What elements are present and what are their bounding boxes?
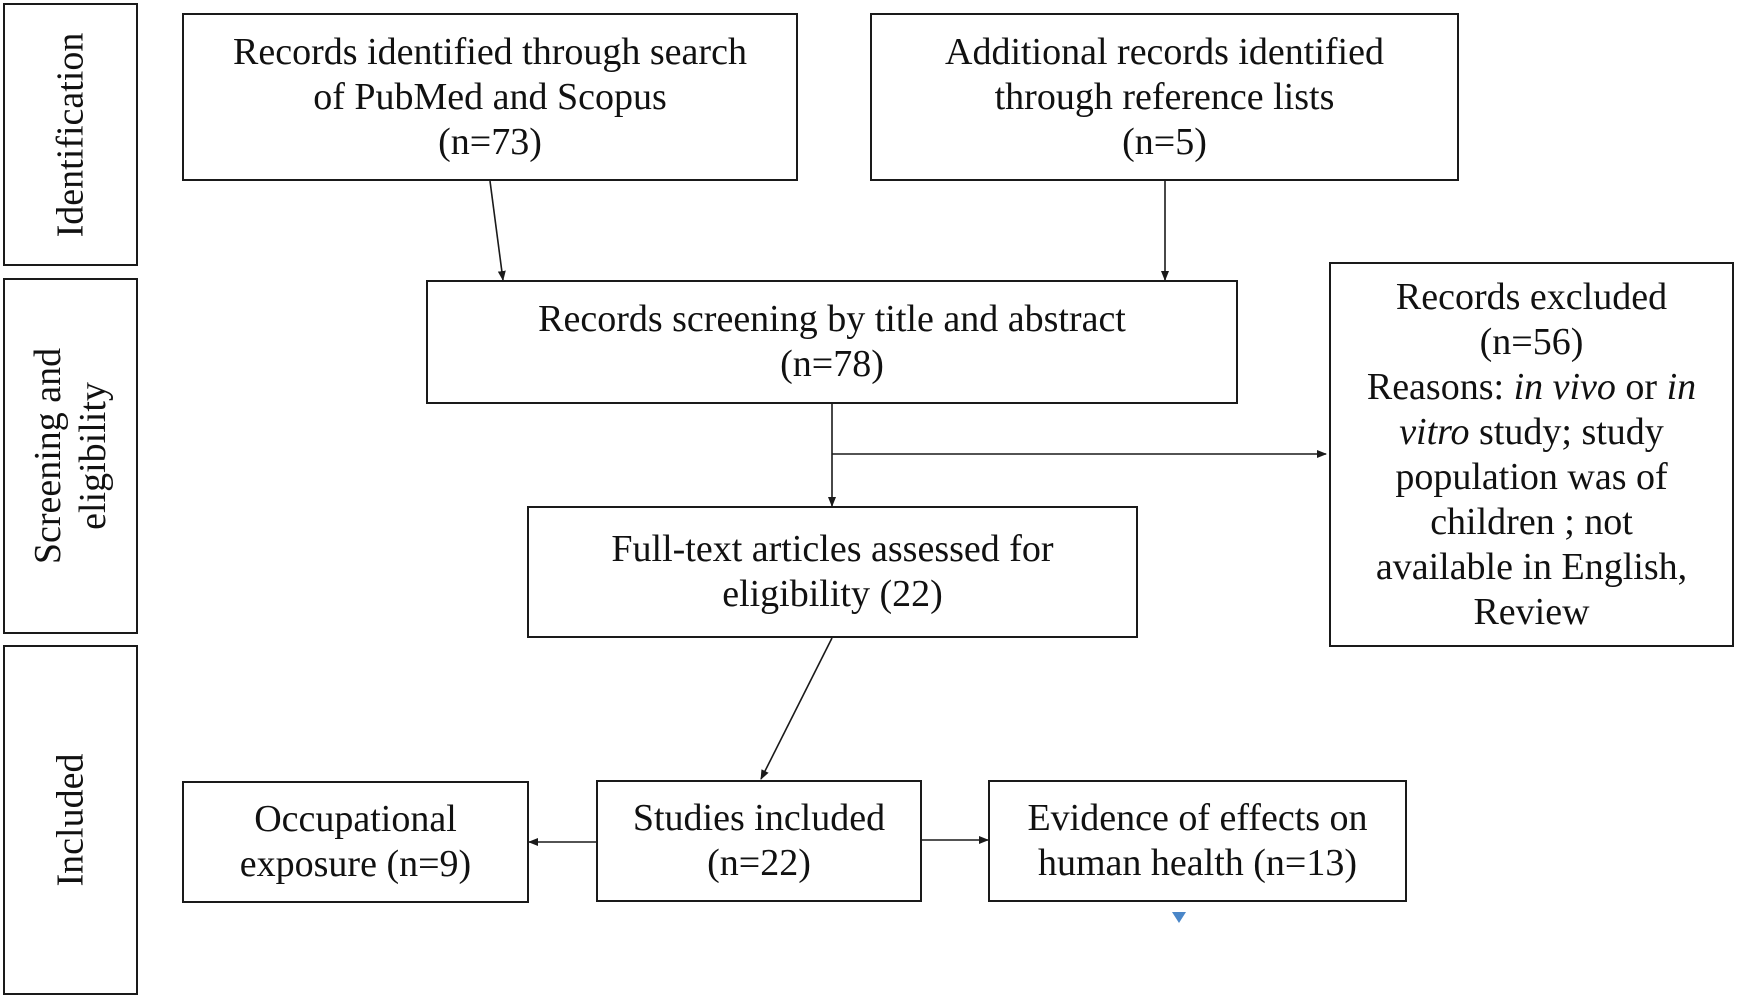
reference-count: (n=5) xyxy=(1122,120,1207,163)
box-records-reference-lists: Additional records identified through re… xyxy=(870,13,1459,181)
arrow-fulltext-to-studies xyxy=(760,637,833,780)
excluded-reasons-label: Reasons: xyxy=(1366,365,1514,408)
excluded-line-7: available in English, xyxy=(1375,545,1688,588)
excluded-line-5: population was of xyxy=(1395,455,1668,498)
blue-triangle-marker-icon xyxy=(1172,912,1186,923)
excluded-title: Records excluded xyxy=(1395,275,1668,318)
screening-line-1: Records screening by title and abstract xyxy=(538,298,1126,340)
excluded-or-word: or xyxy=(1615,365,1667,408)
box-records-excluded: Records excluded (n=56) Reasons: in vivo… xyxy=(1329,262,1734,647)
pubmed-count: (n=73) xyxy=(438,120,542,163)
pubmed-line-2: of PubMed and Scopus xyxy=(313,75,667,118)
fulltext-line-2: eligibility (22) xyxy=(722,573,943,615)
studies-count: (n=22) xyxy=(707,842,811,884)
box-full-text-articles: Full-text articles assessed for eligibil… xyxy=(527,506,1138,638)
stage-identification: Identification xyxy=(3,3,138,266)
excluded-reason-vitro: vitro xyxy=(1399,410,1470,453)
stage-included: Included xyxy=(3,645,138,995)
fulltext-line-1: Full-text articles assessed for xyxy=(611,528,1054,570)
reference-line-1: Additional records identified xyxy=(945,30,1384,73)
excluded-reason-in-vivo: in vivo xyxy=(1513,365,1616,408)
screening-count: (n=78) xyxy=(780,343,884,385)
occupational-line-2: exposure (n=9) xyxy=(239,843,472,885)
box-occupational-exposure: Occupational exposure (n=9) xyxy=(182,781,529,903)
excluded-count: (n=56) xyxy=(1479,320,1584,363)
box-records-pubmed-scopus: Records identified through search of Pub… xyxy=(182,13,798,181)
box-records-screening: Records screening by title and abstract … xyxy=(426,280,1238,404)
excluded-line-6: children ; not xyxy=(1430,500,1633,543)
health-line-2: human health (n=13) xyxy=(1037,842,1357,884)
stage-screening-eligibility: Screening and eligibility xyxy=(3,278,138,634)
box-health-effects: Evidence of effects on human health (n=1… xyxy=(988,780,1407,902)
excluded-vitro-line: vitro study; study xyxy=(1399,410,1664,455)
excluded-study-text: study; study xyxy=(1469,410,1664,453)
arrow-pubmed-to-screening xyxy=(489,180,506,281)
excluded-reasons-line: Reasons: in vivo or in xyxy=(1367,365,1696,410)
excluded-reason-in: in xyxy=(1666,365,1697,408)
occupational-line-1: Occupational xyxy=(254,798,457,840)
pubmed-line-1: Records identified through search xyxy=(233,30,747,73)
excluded-line-8: Review xyxy=(1473,590,1590,633)
box-studies-included: Studies included (n=22) xyxy=(596,780,922,902)
reference-line-2: through reference lists xyxy=(994,75,1335,118)
health-line-1: Evidence of effects on xyxy=(1027,797,1368,839)
studies-line-1: Studies included xyxy=(632,797,886,839)
